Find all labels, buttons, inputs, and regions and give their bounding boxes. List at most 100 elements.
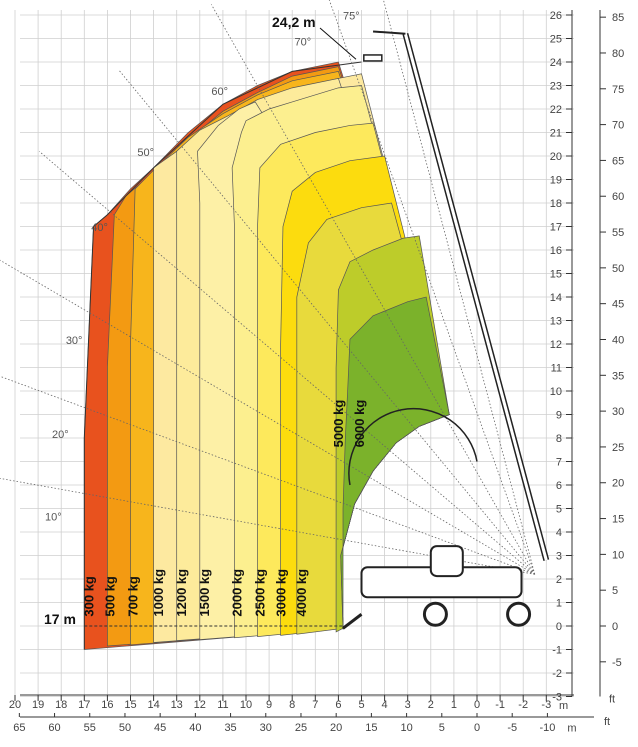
angle-label: 75° — [343, 11, 360, 23]
y-tick-label-m: 6 — [556, 480, 562, 492]
x-tick-label-m: 20 — [9, 699, 21, 711]
load-zones — [83, 61, 450, 650]
y-tick-label-m: -3 — [552, 692, 562, 704]
x-tick-label-ft: 35 — [224, 722, 236, 734]
y-tick-label-ft: 80 — [612, 48, 624, 60]
y-tick-label-m: 22 — [550, 104, 562, 116]
angle-line — [0, 477, 535, 575]
x-tick-label-ft: -5 — [507, 722, 517, 734]
y-tick-label-ft: -5 — [612, 657, 622, 669]
envelope-outline — [83, 61, 362, 650]
boom-inner — [403, 33, 548, 561]
angle-lines: 10°20°30°40°50°60°70°75° — [0, 0, 536, 575]
y-tick-label-ft: 60 — [612, 191, 624, 203]
x-tick-label-ft: 45 — [154, 722, 166, 734]
x-tick-label-m: 3 — [405, 699, 411, 711]
x-tick-label-m: -3 — [541, 699, 551, 711]
max-height-label: 24,2 m — [272, 14, 316, 30]
angle-line — [328, 0, 536, 575]
x-tick-label-ft: 15 — [365, 722, 377, 734]
y-tick-label-m: 7 — [556, 457, 562, 469]
x-tick-label-m: 13 — [171, 699, 183, 711]
y-tick-label-m: 12 — [550, 339, 562, 351]
load-label: 2500 kg — [252, 569, 267, 617]
x-tick-label-m: 17 — [78, 699, 90, 711]
x-tick-label-ft: 30 — [260, 722, 272, 734]
load-label: 1000 kg — [151, 569, 166, 617]
y-tick-label-m: 26 — [550, 10, 562, 22]
rotation-arrow — [348, 407, 478, 486]
y-tick-label-ft: 65 — [612, 155, 624, 167]
load-label: 500 kg — [102, 576, 117, 617]
y-tick-label-m: 20 — [550, 151, 562, 163]
y-tick-label-m: 24 — [550, 57, 562, 69]
x-tick-label-m: 6 — [335, 699, 341, 711]
y-tick-label-m: 2 — [556, 574, 562, 586]
load-label: 4000 kg — [294, 569, 309, 617]
y-tick-label-ft: 0 — [612, 621, 618, 633]
x-tick-label-ft: 10 — [400, 722, 412, 734]
y-tick-label-m: 23 — [550, 81, 562, 93]
x-unit-ft: ft — [604, 716, 610, 728]
load-label: 2000 kg — [229, 569, 244, 617]
y-tick-label-m: 4 — [556, 527, 562, 539]
angle-line — [383, 0, 536, 575]
y-tick-label-ft: 30 — [612, 406, 624, 418]
x-tick-label-m: 15 — [124, 699, 136, 711]
x-tick-label-m: 9 — [266, 699, 272, 711]
y-tick-label-ft: 55 — [612, 227, 624, 239]
y-unit-m: m — [567, 723, 576, 735]
platform — [363, 54, 383, 62]
x-tick-label-m: 19 — [32, 699, 44, 711]
y-tick-label-m: 8 — [556, 433, 562, 445]
y-tick-label-ft: 15 — [612, 514, 624, 526]
load-label: 5000 kg — [331, 400, 346, 448]
y-tick-label-m: 10 — [550, 386, 562, 398]
y-tick-label-ft: 5 — [612, 585, 618, 597]
angle-line — [211, 4, 536, 575]
x-tick-label-ft: 50 — [119, 722, 131, 734]
x-tick-label-m: 0 — [474, 699, 480, 711]
y-unit-ft: ft — [609, 694, 615, 706]
y-tick-label-m: 15 — [550, 269, 562, 281]
y-tick-label-m: 3 — [556, 551, 562, 563]
x-unit-m: m — [559, 700, 568, 712]
x-tick-label-m: -1 — [495, 699, 505, 711]
load-label: 1500 kg — [197, 569, 212, 617]
y-tick-label-m: -1 — [552, 645, 562, 657]
y-tick-label-m: 0 — [556, 621, 562, 633]
x-tick-label-m: 11 — [217, 699, 228, 711]
y-tick-label-ft: 75 — [612, 84, 624, 96]
y-tick-label-m: 19 — [550, 175, 562, 187]
angle-label: 40° — [91, 222, 108, 234]
x-tick-label-m: 5 — [358, 699, 364, 711]
x-tick-label-m: 12 — [194, 699, 206, 711]
x-tick-label-m: 1 — [451, 699, 457, 711]
y-tick-label-ft: 35 — [612, 370, 624, 382]
x-tick-label-m: 4 — [382, 699, 388, 711]
cab — [429, 545, 464, 578]
x-tick-label-ft: 5 — [439, 722, 445, 734]
y-tick-label-m: -2 — [552, 668, 562, 680]
load-label: 6000 kg — [352, 400, 367, 448]
x-tick-label-ft: 65 — [13, 722, 25, 734]
angle-label: 60° — [211, 86, 228, 98]
y-tick-label-m: 5 — [556, 504, 562, 516]
y-tick-label-ft: 20 — [612, 478, 624, 490]
angle-label: 50° — [137, 147, 154, 159]
load-label: 700 kg — [125, 576, 140, 617]
max-height-pointer — [319, 27, 357, 60]
x-tick-label-ft: 40 — [189, 722, 201, 734]
y-tick-label-m: 16 — [550, 245, 562, 257]
fork — [342, 613, 363, 630]
y-tick-label-m: 18 — [550, 198, 562, 210]
telehandler-illustration — [84, 30, 550, 630]
y-tick-label-ft: 45 — [612, 299, 624, 311]
y-tick-label-ft: 40 — [612, 334, 624, 346]
load-label: 300 kg — [82, 576, 97, 617]
angle-label: 10° — [45, 511, 62, 523]
y-tick-label-ft: 50 — [612, 263, 624, 275]
y-tick-label-m: 14 — [550, 292, 562, 304]
